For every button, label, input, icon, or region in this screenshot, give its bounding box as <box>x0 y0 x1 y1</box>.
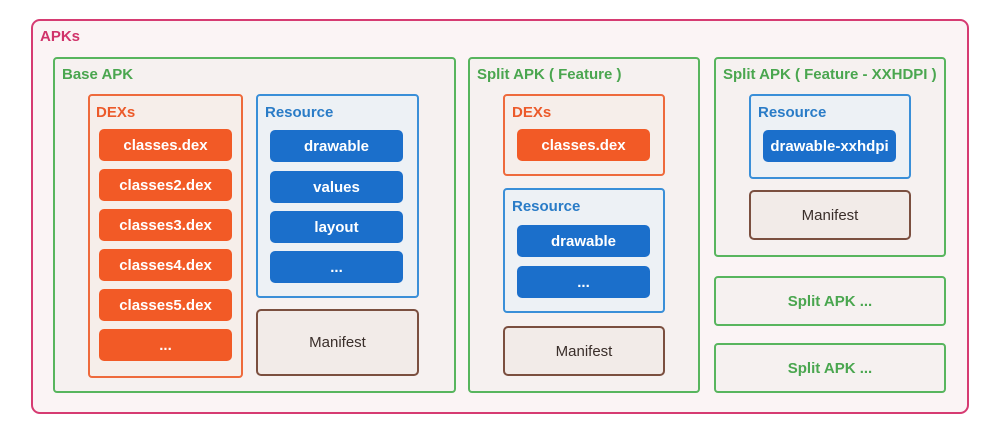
split-apk-more: Split APK ... <box>714 343 946 393</box>
dex-file: classes5.dex <box>99 289 232 321</box>
split-apk-more: Split APK ... <box>714 276 946 326</box>
apks-title: APKs <box>40 28 81 45</box>
dex-file: classes4.dex <box>99 249 232 281</box>
resource-item: drawable <box>270 130 403 162</box>
dex-file: classes.dex <box>517 129 650 161</box>
split-xxhdpi-manifest: Manifest <box>749 190 911 240</box>
base-manifest: Manifest <box>256 309 419 376</box>
resource-item: drawable <box>517 225 650 257</box>
split-xxhdpi-title: Split APK ( Feature - XXHDPI ) <box>723 66 937 83</box>
split-feature-manifest: Manifest <box>503 326 665 376</box>
resource-item: values <box>270 171 403 203</box>
resource-more: ... <box>517 266 650 298</box>
split-feature-dexs-title: DEXs <box>512 104 552 121</box>
dex-file: classes.dex <box>99 129 232 161</box>
resource-more: ... <box>270 251 403 283</box>
split-feature-resource-title: Resource <box>512 198 581 215</box>
split-feature-title: Split APK ( Feature ) <box>477 66 622 83</box>
base-dexs-title: DEXs <box>96 104 136 121</box>
resource-item: layout <box>270 211 403 243</box>
split-xxhdpi-resource-title: Resource <box>758 104 827 121</box>
dex-more: ... <box>99 329 232 361</box>
dex-file: classes2.dex <box>99 169 232 201</box>
dex-file: classes3.dex <box>99 209 232 241</box>
resource-item: drawable-xxhdpi <box>763 130 896 162</box>
base-resource-title: Resource <box>265 104 334 121</box>
base-apk-title: Base APK <box>62 66 134 83</box>
